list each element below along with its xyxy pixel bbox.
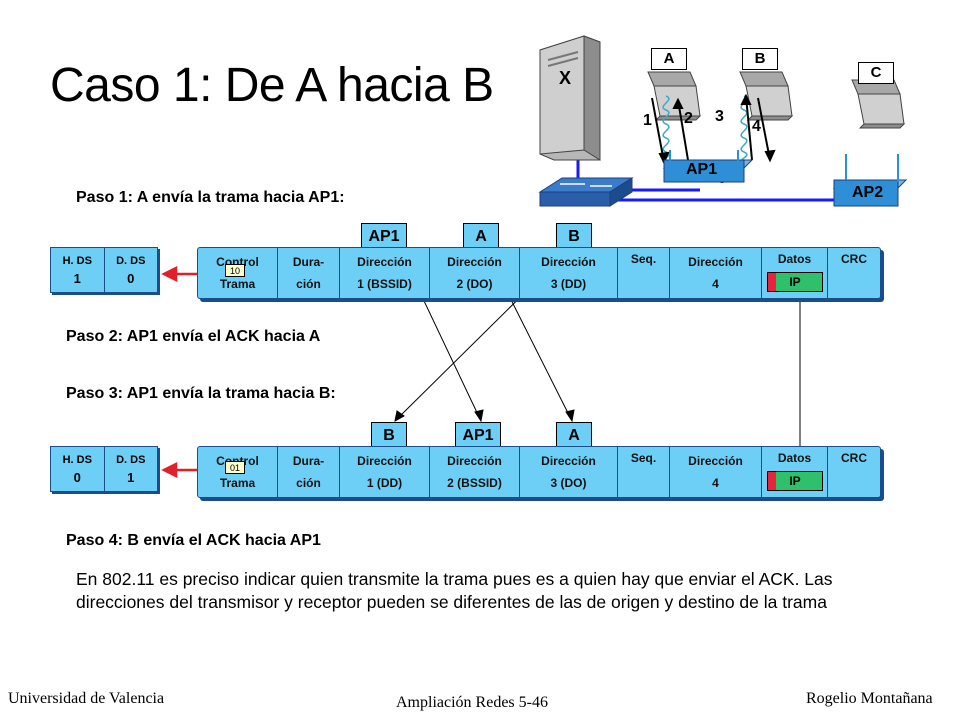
field-datos: Datos [762, 447, 828, 497]
node-c-label: C [858, 62, 894, 84]
wireless-link-b [740, 95, 748, 165]
ds-value-d: 1 [127, 470, 135, 485]
arrow-number-1: 1 [643, 112, 652, 129]
arrow-number-2: 2 [684, 110, 693, 127]
step-3-text: Paso 3: AP1 envía la trama hacia B: [66, 385, 336, 402]
ds-header-h: H. DS [62, 255, 92, 267]
ap1-icon [662, 150, 754, 183]
ap2-icon [832, 154, 908, 207]
field-crc: CRC [841, 451, 867, 465]
footer-course-page: Ampliación Redes 5-46 [396, 694, 548, 711]
laptop-c-icon [851, 79, 906, 129]
arrow-number-3: 3 [715, 108, 724, 125]
ds-value-h: 1 [73, 271, 81, 286]
frame1-ip-payload: IP [767, 272, 823, 292]
field-duracion: Dura-ción [278, 447, 340, 497]
transfer-arrows [651, 93, 776, 165]
step-4-text: Paso 4: B envía el ACK hacia AP1 [66, 532, 321, 549]
explanation-note: En 802.11 es preciso indicar quien trans… [76, 569, 833, 612]
ds-value-d: 0 [127, 271, 135, 286]
frame2-ds-box: H. DS 0 D. DS 1 [50, 446, 158, 492]
footer-university: Universidad de Valencia [8, 690, 165, 707]
ap1-label: AP1 [686, 161, 718, 178]
step-1-text: Paso 1: A envía la trama hacia AP1: [76, 189, 345, 206]
frame2-tag-addr3: A [556, 422, 592, 450]
page-title: Caso 1: De A hacia B [50, 59, 494, 112]
switch-icon [538, 177, 634, 207]
field-seq: Seq. [618, 447, 670, 497]
frame1-ds-bits: 10 [225, 264, 245, 277]
ds-header-d: D. DS [116, 255, 146, 267]
ds-header-d: D. DS [116, 454, 146, 466]
frame2-ip-payload: IP [767, 471, 823, 491]
frame2-tag-addr1: B [371, 422, 407, 450]
ap2-label: AP2 [852, 184, 884, 201]
frame2-ds-bits: 01 [225, 461, 245, 474]
server-label: X [559, 68, 572, 88]
frame1-tag-addr2: A [463, 223, 499, 251]
field-seq: Seq. [618, 248, 670, 298]
laptop-b-icon [739, 71, 794, 121]
ds-arrows [161, 265, 236, 479]
server-icon [539, 35, 601, 161]
frame1-ds-box: H. DS 1 D. DS 0 [50, 247, 158, 293]
field-duracion: Dura-ción [278, 248, 340, 298]
field-datos: Datos [762, 248, 828, 298]
arrow-number-4: 4 [752, 118, 761, 135]
footer-author: Rogelio Montañana [806, 690, 933, 707]
ds-value-h: 0 [73, 470, 81, 485]
ds-header-h: H. DS [62, 454, 92, 466]
field-crc: CRC [841, 252, 867, 266]
frame2-tag-addr2: AP1 [455, 422, 501, 450]
step-2-text: Paso 2: AP1 envía el ACK hacia A [66, 328, 321, 345]
node-b-label: B [742, 48, 778, 70]
node-a-label: A [651, 48, 687, 70]
